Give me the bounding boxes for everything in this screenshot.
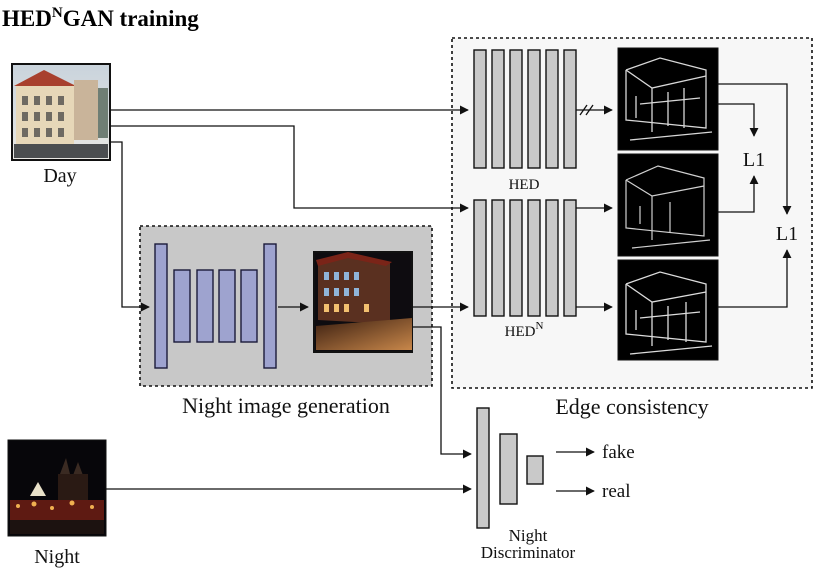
hedn-label: HEDN [505,320,544,340]
hedn-network [473,199,577,317]
discriminator-label-line1: Night [509,526,548,545]
discriminator-label-line2: Discriminator [481,543,576,562]
night-generation-label: Night image generation [182,393,390,418]
night-generator-network [154,243,277,369]
night-label: Night [34,546,80,568]
generated-night-image [313,251,413,353]
fake-output-label: fake [602,442,635,463]
connections [106,83,792,496]
hed-network [473,49,577,169]
edge-consistency-label: Edge consistency [555,394,708,419]
real-output-label: real [602,481,630,502]
l1-loss-top: L1 [743,149,765,171]
edge-map-top [617,47,719,151]
day-label: Day [43,165,76,187]
hed-label: HED [509,177,540,193]
night-discriminator-network [476,407,544,529]
day-image [11,63,111,161]
diagram-title: HEDNGAN training [2,5,199,31]
edge-map-bottom [617,259,719,361]
l1-loss-right: L1 [776,223,798,245]
night-image [7,439,107,537]
edge-map-middle [617,153,719,257]
